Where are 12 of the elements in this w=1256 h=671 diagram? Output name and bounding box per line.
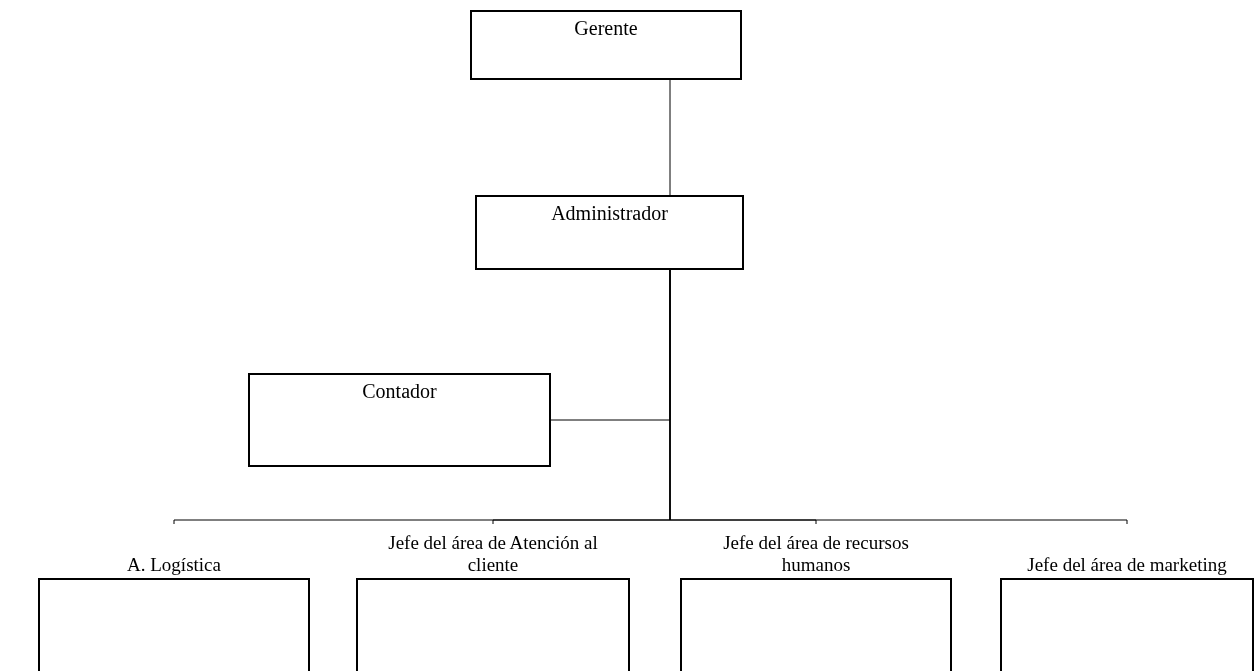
position-title: Jefe del área de recursos humanos <box>722 532 910 576</box>
org-box <box>470 10 742 80</box>
org-box <box>475 195 744 270</box>
position-title: Contador <box>362 379 437 403</box>
position-title: A. Logística <box>127 554 221 576</box>
position-title: Jefe del área de Atención al cliente <box>387 532 599 576</box>
org-box <box>248 373 551 467</box>
position-title: Administrador <box>551 201 668 225</box>
position-title: Jefe del área de marketing <box>1027 554 1227 576</box>
connector-line <box>669 79 671 196</box>
connector-line <box>669 269 1128 525</box>
position-title: Gerente <box>574 16 638 40</box>
